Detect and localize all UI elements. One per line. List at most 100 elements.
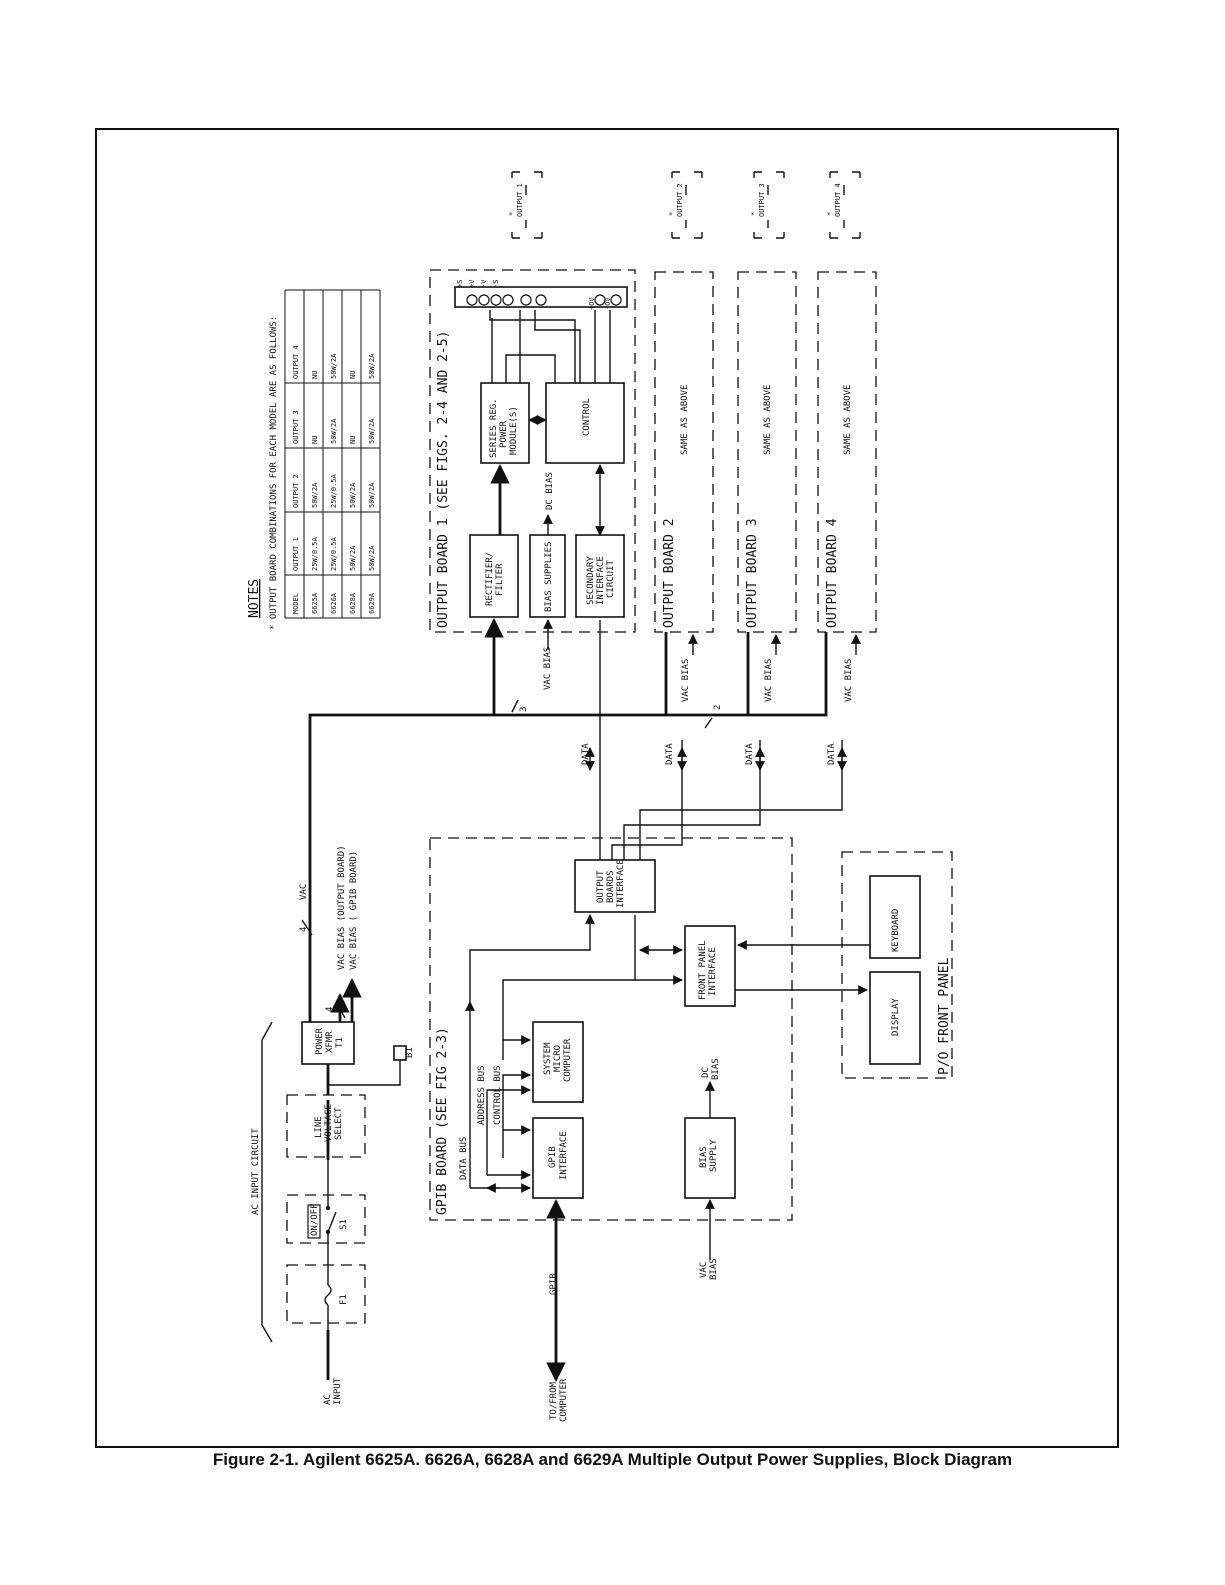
terminal-label: -S (492, 280, 500, 288)
xfmr-3: T1 (335, 1037, 345, 1048)
control-label: CONTROL (582, 398, 592, 436)
computer-label-2: COMPUTER (559, 1378, 569, 1422)
table-cell: 6628A (349, 592, 357, 614)
table-cell: 25W/0.5A (330, 473, 338, 508)
vac-bus (308, 713, 640, 1022)
front-panel-box (841, 851, 953, 1079)
output-tag-label: OUTPUT 3 (758, 183, 766, 217)
gpib-interface-2: INTERFACE (559, 1131, 569, 1180)
table-cell: NU (349, 436, 357, 444)
micro-2: MICRO (553, 1045, 563, 1072)
dc-bias-label-1: DC BIAS (545, 472, 555, 510)
fan-b1 (393, 1045, 407, 1061)
line-voltage-box (286, 1094, 366, 1158)
figure-caption: Figure 2-1. Agilent 6625A. 6626A, 6628A … (212, 1450, 1013, 1469)
output-terminals: +S+V-V-S+OV-OV (456, 279, 622, 310)
bias-gpib-label: VAC BIAS ( GPIB BOARD) (349, 851, 359, 970)
output-tag-label: OUTPUT 1 (516, 183, 524, 217)
output-board-box (654, 271, 714, 633)
notes-section: NOTES * OUTPUT BOARD COMBINATIONS FOR EA… (247, 289, 381, 630)
output-tag-star: * (750, 212, 758, 216)
obi-2: BOARDS (606, 870, 616, 903)
gpib-board-title: GPIB BOARD (SEE FIG 2-3) (435, 1027, 450, 1215)
ac-input-label-1: AC (323, 1394, 333, 1405)
bias-supply-2: SUPPLY (709, 1139, 719, 1172)
vac-bias-1: VAC (699, 1262, 709, 1278)
data-lines: DATA DATA DATA DATA 3 2 VAC BIAS (511, 632, 847, 860)
output-tags: OUTPUT 1*OUTPUT 2*OUTPUT 3*OUTPUT 4* (508, 171, 861, 239)
fan-label: B1 (405, 1047, 415, 1058)
same-as-above-label: SAME AS ABOVE (680, 385, 690, 455)
ac-input-title: AC INPUT CIRCUIT (251, 1128, 261, 1215)
table-cell: 50W/2A (330, 353, 338, 379)
output-tag-bracket (753, 171, 785, 239)
fuse-label: F1 (339, 1294, 349, 1305)
output-tag-star: * (668, 212, 676, 216)
switch-box (286, 1194, 366, 1244)
output-tag-bracket (671, 171, 703, 239)
data-label-4: DATA (827, 743, 837, 765)
fpi-2: INTERFACE (708, 947, 718, 996)
notes-line: * OUTPUT BOARD COMBINATIONS FOR EACH MOD… (269, 316, 279, 630)
table-cell: 50W/2A (368, 545, 376, 571)
series-1: SERIES REG. (489, 398, 499, 458)
control-bus-label: CONTROL BUS (493, 1065, 503, 1125)
terminal-screw-icon (502, 294, 514, 306)
output-tag-bracket (829, 171, 861, 239)
secondary-1: SECONDARY (586, 556, 596, 605)
switch-id: S1 (339, 1219, 349, 1230)
gpib-board-box (429, 837, 793, 1221)
output-board-1-section: OUTPUT BOARD 1 (SEE FIGS. 2-4 AND 2-5) R… (429, 269, 636, 715)
table-header-cell: OUTPUT 2 (292, 474, 300, 508)
count-2: 2 (713, 705, 723, 710)
table-cell: NU (311, 371, 319, 379)
dc-bias-2: BIAS (711, 1058, 721, 1080)
count-3: 3 (519, 707, 529, 712)
table-cell: 50W/2A (368, 482, 376, 508)
ac-input-label-2: INPUT (333, 1377, 343, 1405)
output-board-title: OUTPUT BOARD 2 (662, 518, 677, 628)
same-as-above-label: SAME AS ABOVE (763, 385, 773, 455)
line-voltage-3: SELECT (334, 1107, 344, 1140)
table-cell: 50W/2A (368, 418, 376, 444)
output-boards-interface-box (574, 859, 656, 913)
xfmr-1: POWER (315, 1027, 325, 1055)
rectifier-box (469, 534, 519, 618)
fuse-symbol (324, 1284, 332, 1306)
same-as-above-label: SAME AS ABOVE (843, 385, 853, 455)
ac-input-brace (261, 1021, 273, 1343)
obi-3: INTERFACE (616, 859, 626, 908)
keyboard-box (869, 875, 921, 959)
table-header-cell: OUTPUT 1 (292, 537, 300, 571)
front-panel-interface-box (684, 925, 736, 1007)
terminal-screw-icon (610, 294, 622, 306)
terminal-label: -V (480, 279, 488, 288)
fan-line (327, 1060, 401, 1086)
address-bus-label: ADDRESS BUS (477, 1065, 487, 1125)
terminal-label: +V (468, 279, 476, 288)
output-board-1-title: OUTPUT BOARD 1 (SEE FIGS. 2-4 AND 2-5) (436, 331, 451, 628)
terminal-strip (454, 286, 628, 308)
output-tag-star: * (826, 212, 834, 216)
terminal-screw-icon (466, 294, 478, 306)
terminal-screw-icon (594, 294, 606, 306)
table-cell: 6629A (368, 592, 376, 614)
front-panel-section: P/O FRONT PANEL KEYBOARD DISPLAY (735, 851, 953, 1079)
bias-supply-1: BIAS (699, 1146, 709, 1168)
output-board-title: OUTPUT BOARD 3 (745, 518, 760, 628)
table-cell: 25W/0.5A (330, 536, 338, 571)
secondary-2: INTERFACE (596, 556, 606, 605)
vac-bias-label: VAC BIAS (681, 659, 691, 702)
table-header-cell: OUTPUT 4 (292, 345, 300, 379)
front-panel-title: P/O FRONT PANEL (937, 957, 952, 1075)
system-micro-box (532, 1021, 584, 1103)
vac-count: 4 (299, 927, 309, 932)
micro-to-obi (502, 915, 636, 1060)
computer-label-1: TO/FROM (549, 1381, 559, 1420)
xfmr-2: XFMR (325, 1031, 335, 1053)
gpib-line-label: GPIB (549, 1273, 559, 1295)
micro-1: SYSTEM (543, 1042, 553, 1075)
terminal-label: +OV (588, 297, 596, 310)
